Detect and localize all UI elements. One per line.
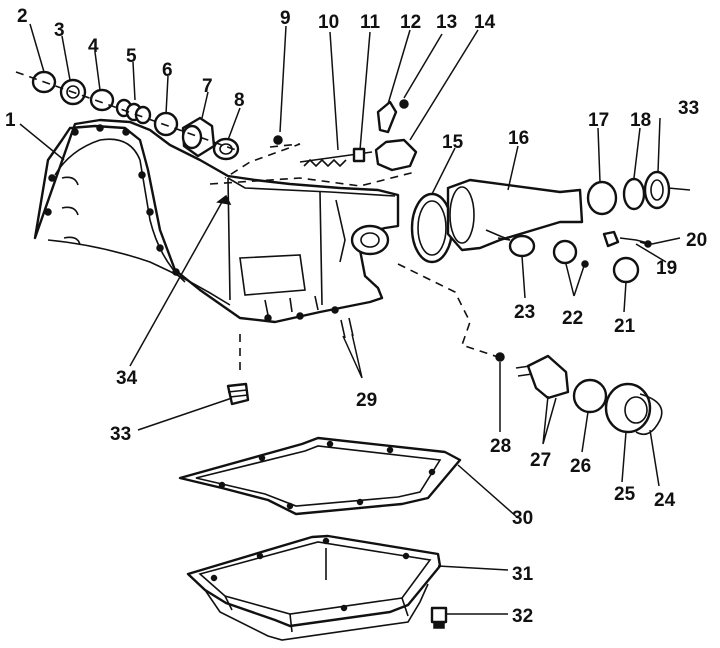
callout-labels: 1 2 3 4 5 6 7 8 9 10 11 12 13 14 15 16 1… xyxy=(5,6,707,627)
callout-34: 34 xyxy=(116,368,138,389)
ring-4 xyxy=(89,88,115,112)
callout-19: 19 xyxy=(656,258,677,279)
ring-18 xyxy=(622,177,646,211)
plug-28 xyxy=(495,352,505,362)
callout-9: 9 xyxy=(280,8,291,29)
servo-parts xyxy=(397,263,663,436)
callout-27: 27 xyxy=(530,450,551,471)
callout-29: 29 xyxy=(356,390,377,411)
callout-10: 10 xyxy=(318,12,339,33)
callout-30: 30 xyxy=(512,508,533,529)
valve-27 xyxy=(526,354,570,400)
callout-1: 1 xyxy=(5,110,16,131)
clip-11 xyxy=(352,147,366,163)
transmission-case xyxy=(33,118,400,324)
ring-26 xyxy=(572,378,608,414)
seal-21 xyxy=(612,256,640,284)
callout-5: 5 xyxy=(126,46,137,67)
oil-pan xyxy=(186,534,448,641)
seal-33 xyxy=(643,170,671,210)
callout-24: 24 xyxy=(654,490,676,511)
callout-33-lower: 33 xyxy=(110,424,131,445)
callout-13: 13 xyxy=(436,12,457,33)
clip-19 xyxy=(602,230,620,248)
callout-2: 2 xyxy=(17,6,28,27)
leader-lines xyxy=(19,23,681,615)
callout-16: 16 xyxy=(508,128,529,149)
seal-22 xyxy=(552,239,578,265)
callout-33-upper: 33 xyxy=(678,98,699,119)
callout-15: 15 xyxy=(442,132,464,153)
plug-9 xyxy=(273,135,283,145)
callout-22: 22 xyxy=(562,308,583,329)
bracket-12 xyxy=(376,100,398,134)
callout-28: 28 xyxy=(490,436,511,457)
callout-6: 6 xyxy=(162,60,173,81)
callout-7: 7 xyxy=(202,76,213,97)
callout-26: 26 xyxy=(570,456,591,477)
callout-8: 8 xyxy=(234,90,245,111)
callout-20: 20 xyxy=(686,230,707,251)
ring-6 xyxy=(153,111,179,137)
callout-3: 3 xyxy=(54,20,65,41)
sensor-parts xyxy=(209,99,418,187)
callout-11: 11 xyxy=(360,12,381,33)
callout-23: 23 xyxy=(514,302,535,323)
front-input-parts xyxy=(15,70,240,161)
bolt-20 xyxy=(644,240,652,248)
pan-gasket xyxy=(178,436,462,516)
drain-plug-32 xyxy=(430,606,448,624)
callout-18: 18 xyxy=(630,110,651,131)
callout-12: 12 xyxy=(400,12,421,33)
callout-21: 21 xyxy=(614,316,636,337)
cover-25 xyxy=(604,382,652,434)
gear-23 xyxy=(508,234,536,258)
callout-31: 31 xyxy=(512,564,534,585)
plug-33-lower xyxy=(226,382,250,406)
sensor-14 xyxy=(374,138,418,172)
bushing-17 xyxy=(586,180,618,216)
extension-16 xyxy=(446,178,584,252)
extension-parts xyxy=(410,170,691,284)
callout-14: 14 xyxy=(474,12,496,33)
callout-4: 4 xyxy=(88,36,99,57)
snap-ring-24 xyxy=(635,393,663,436)
callout-32: 32 xyxy=(512,606,533,627)
callout-25: 25 xyxy=(614,484,636,505)
callout-17: 17 xyxy=(588,110,609,131)
bolt-13 xyxy=(399,99,409,109)
small-fasteners xyxy=(226,317,354,406)
